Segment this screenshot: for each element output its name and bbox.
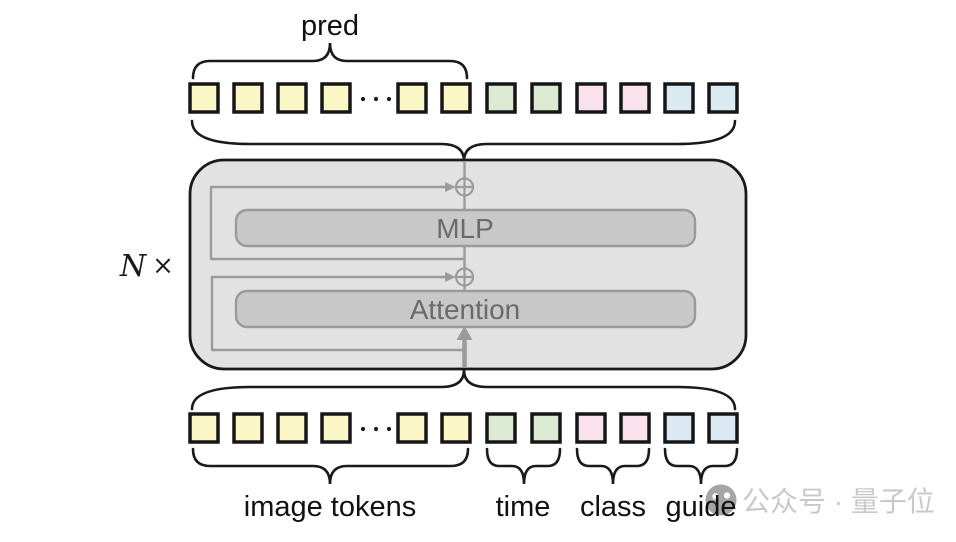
token [396, 82, 428, 114]
image-tokens-label: image tokens [244, 491, 417, 523]
token [188, 82, 220, 114]
token-guide [707, 82, 739, 114]
token [440, 412, 472, 444]
time-brace [485, 447, 562, 485]
token [232, 412, 264, 444]
logo-eye [712, 493, 719, 500]
token-guide [663, 82, 695, 114]
attention-skip-connection [210, 275, 465, 352]
ellipsis-dot [386, 426, 392, 432]
ellipsis-dot [373, 96, 379, 102]
token-class [619, 412, 651, 444]
ellipsis-dot [386, 96, 392, 102]
mlp-label: MLP [436, 213, 494, 244]
mlp-skip-arrowhead [445, 182, 456, 192]
watermark: 公众号 · 量子位 [705, 484, 935, 517]
attention-skip-arrowhead [445, 272, 456, 282]
token [396, 412, 428, 444]
add-node-after-mlp [454, 177, 475, 197]
token-time [530, 412, 562, 444]
watermark-text: 公众号 · 量子位 [742, 486, 935, 517]
token [276, 412, 308, 444]
ellipsis-dot [360, 426, 366, 432]
token-time [485, 82, 517, 114]
transformer-block: N × MLP Attention [119, 158, 748, 371]
token-time [485, 412, 517, 444]
attention-block [234, 289, 697, 329]
guide-brace [663, 447, 739, 485]
attention-label: Attention [410, 294, 521, 325]
ellipsis-dot [373, 426, 379, 432]
pred-label: pred [301, 10, 359, 42]
token-class [575, 82, 607, 114]
mlp-skip-connection [209, 185, 465, 261]
ellipsis [360, 426, 392, 432]
guide-label: guide [666, 491, 737, 523]
token-guide [663, 412, 695, 444]
token [188, 412, 220, 444]
logo-eye [723, 492, 731, 499]
token [320, 412, 352, 444]
ellipsis-dot [360, 96, 366, 102]
repeat-count-label: N [119, 249, 148, 284]
token-class [619, 82, 651, 114]
qbitai-logo-icon [705, 484, 737, 516]
top-output-row [188, 82, 739, 114]
class-label: class [580, 491, 646, 523]
token-class [575, 412, 607, 444]
token [320, 82, 352, 114]
input-gather-brace [190, 369, 737, 411]
ellipsis [360, 96, 392, 102]
token-guide [707, 412, 739, 444]
mlp-block [234, 208, 697, 248]
image-tokens-brace [191, 447, 470, 485]
output-gather-brace [190, 119, 737, 162]
repeat-times-symbol: × [152, 251, 174, 281]
bottom-input-row [188, 412, 739, 444]
token [440, 82, 472, 114]
token-time [530, 82, 562, 114]
pred-brace [191, 42, 469, 80]
input-arrow-head [456, 326, 473, 340]
token [232, 82, 264, 114]
time-label: time [496, 491, 551, 523]
add-node-after-attention [454, 267, 475, 287]
token [276, 82, 308, 114]
class-brace [575, 447, 651, 485]
